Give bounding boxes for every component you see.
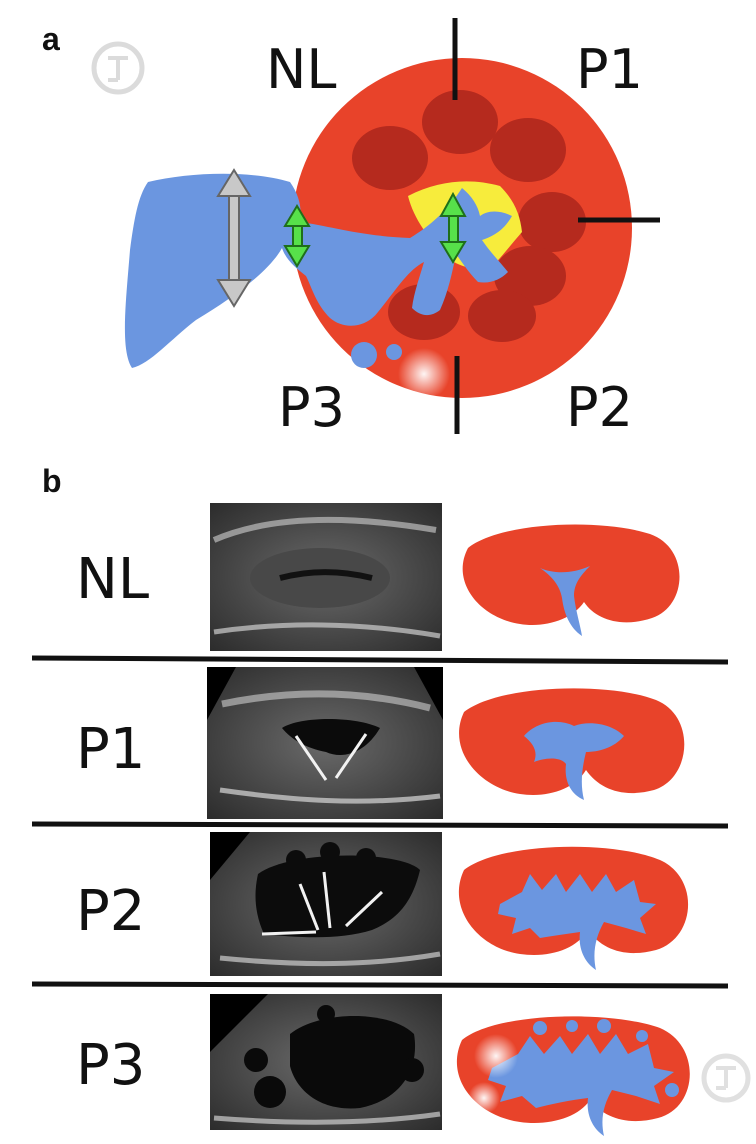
kidney-schematic-p2: [458, 846, 689, 970]
calyces: [352, 90, 586, 342]
zone-dividers: [452, 18, 660, 434]
row-label-p2: P2: [76, 879, 145, 944]
green-double-arrow: [439, 191, 467, 264]
kidney-schematic-p3: [456, 1016, 690, 1136]
kidney-schematic-nl: [462, 524, 680, 636]
gray-double-arrow: [216, 168, 252, 308]
panel-a: a: [42, 18, 660, 439]
row-dividers: [31, 655, 729, 989]
sfu-logo-icon: [91, 41, 145, 95]
row-label-p1: P1: [76, 717, 145, 782]
collecting-system: [124, 173, 512, 368]
row-label-nl: NL: [76, 547, 149, 612]
green-double-arrow: [283, 204, 311, 268]
row-label-p3: P3: [76, 1033, 145, 1098]
zone-label-p3: P3: [278, 376, 345, 439]
zone-label-p1: P1: [576, 38, 643, 101]
panel-a-letter: a: [42, 21, 60, 57]
cyst: [351, 342, 377, 368]
zone-label-p2: P2: [566, 376, 633, 439]
kidney-schematic-p1: [459, 688, 685, 800]
ultrasound-image-nl: [210, 503, 442, 651]
cyst: [386, 344, 402, 360]
ultrasound-image-p3: [210, 994, 442, 1130]
panel-b-letter: b: [42, 463, 62, 499]
cortical-glow: [398, 348, 450, 400]
ultrasound-image-p1: [207, 667, 443, 819]
sfu-logo-icon: [701, 1053, 751, 1103]
panel-b: b NL P1 P2 P3: [31, 463, 751, 1136]
ultrasound-image-p2: [210, 832, 442, 976]
zone-label-nl: NL: [266, 38, 336, 101]
